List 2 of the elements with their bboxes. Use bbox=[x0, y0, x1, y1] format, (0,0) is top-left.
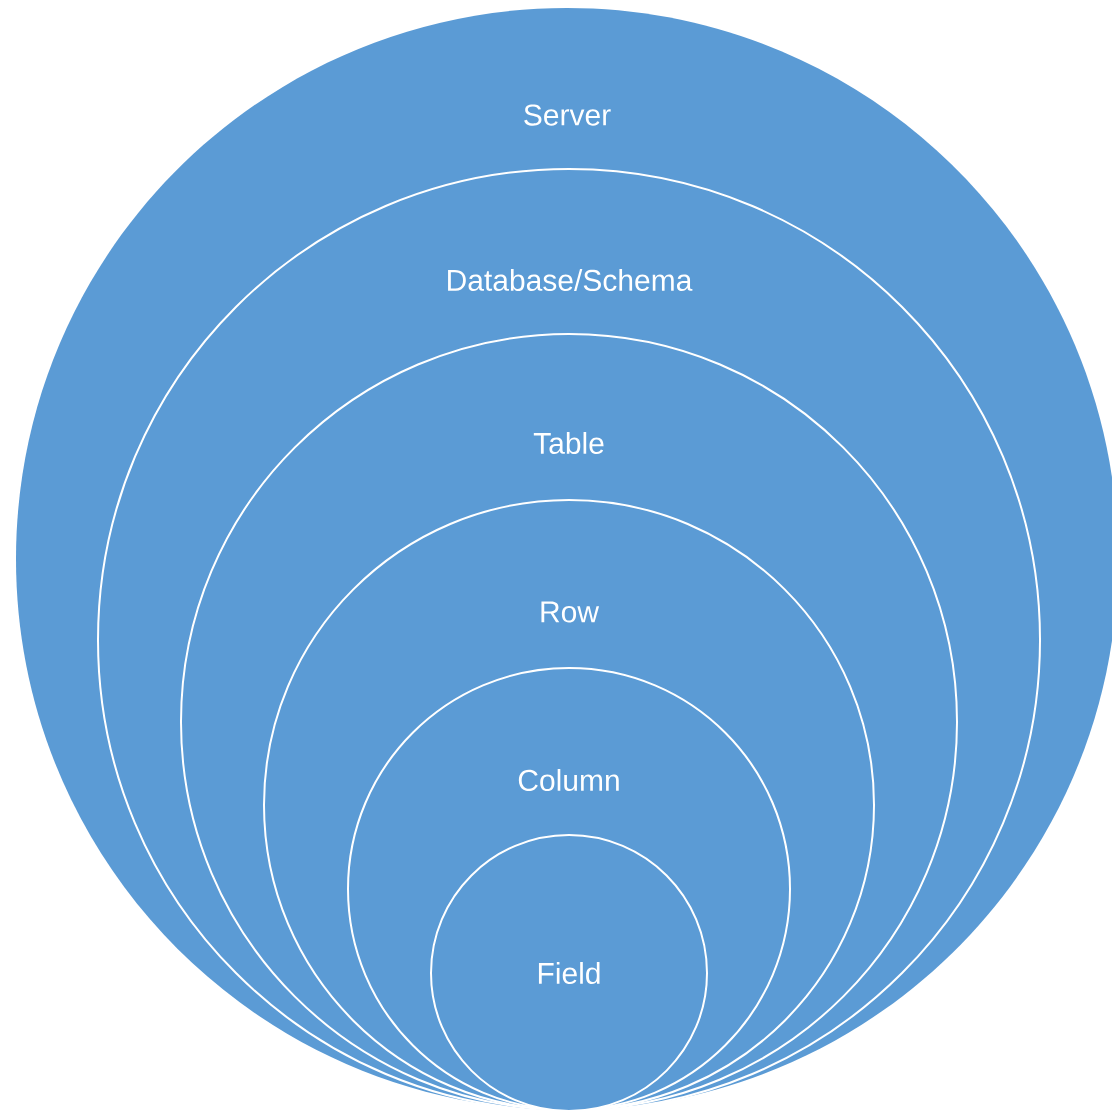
node-label: Field bbox=[538, 962, 600, 985]
node-label: Database/Schema bbox=[448, 268, 693, 292]
